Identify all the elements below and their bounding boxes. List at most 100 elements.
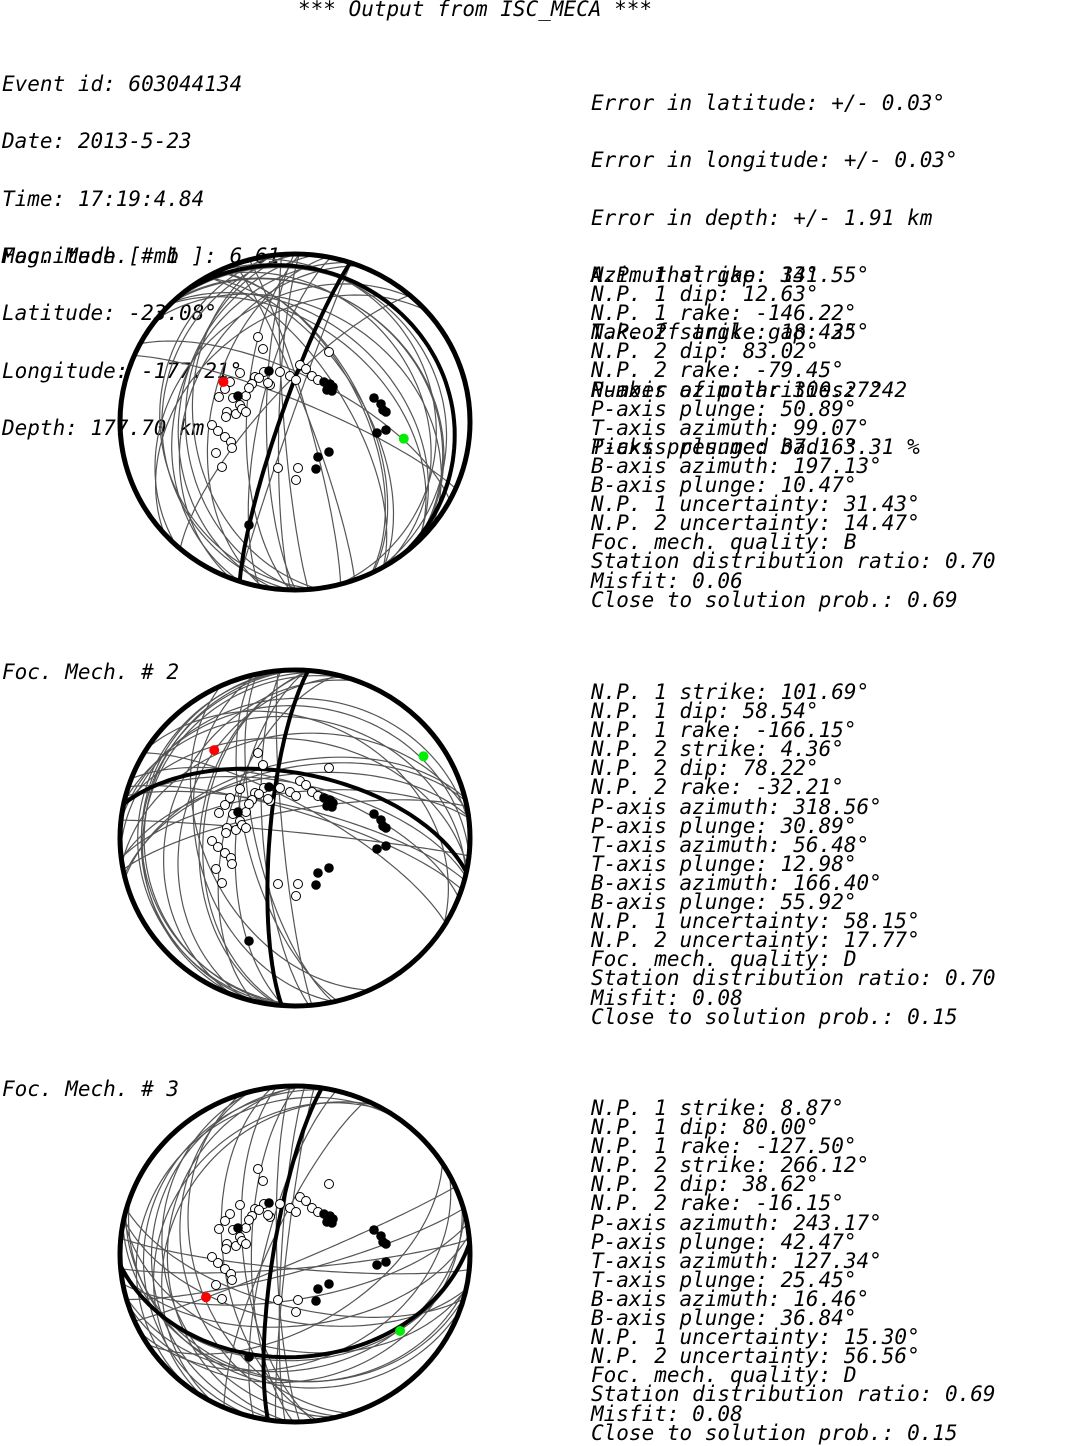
dilatation-station [291,375,301,385]
mech-param-line: N.P. 2 rake: -79.45° [591,358,844,383]
uncertainty-plane [122,1224,468,1383]
uncertainty-plane [244,673,334,1003]
uncertainty-planes [119,1085,471,1423]
mech-param-line: B-axis azimuth: 166.40° [591,870,882,895]
mech-param-line: Foc. mech. quality: D [591,947,857,972]
mech-param-line: Misfit: 0.08 [591,1401,743,1426]
event-info: Event id: 603044134 Date: 2013-5-23 Time… [2,37,280,457]
mech-param-line: T-axis plunge: 12.98° [591,851,857,876]
compression-station [381,407,391,417]
mech-2-beachball [117,667,473,1009]
uncertainty-plane [189,685,370,991]
uncertainty-plane [142,1089,336,1419]
compression-station [381,841,391,851]
compression-station [264,782,274,792]
compression-station [381,425,391,435]
uncertainty-planes [134,253,457,591]
mech-param-line: Close to solution prob.: 0.15 [591,1420,958,1445]
mech-param-line: N.P. 2 strike: 4.36° [591,737,844,762]
nodal-plane-2 [118,1241,472,1360]
compression-station [369,809,379,819]
compression-station [327,386,337,396]
mech-param-line: T-axis plunge: 37.16° [591,434,857,459]
uncertainty-plane [123,1218,467,1354]
uncertainty-plane [140,671,327,1004]
uncertainty-plane [278,1086,306,1422]
uncertainty-plane [146,710,450,928]
error-latitude: Error in latitude: +/- 0.03° [591,91,946,116]
mech-param-line: P-axis azimuth: 243.17° [591,1210,882,1235]
uncertainty-plane [134,354,457,489]
uncertainty-plane [274,1086,315,1422]
uncertainty-plane [177,254,316,590]
dilatation-station [227,443,237,453]
uncertainty-plane [206,276,388,568]
uncertainty-plane [134,1186,456,1322]
mech-param-line: N.P. 2 dip: 78.22° [591,756,819,781]
focal-sphere-outline [117,1083,473,1425]
uncertainty-plane [179,1091,340,1417]
dilatation-station [211,1280,221,1290]
uncertainty-plane [128,785,462,890]
compression-station [369,393,379,403]
dilatation-station [258,344,268,354]
dilatation-station [207,1252,217,1262]
uncertainty-plane [125,1208,464,1318]
dilatation-station [253,332,263,342]
nodal-plane-2 [265,669,311,1007]
mech-1-params: N.P. 1 strike: 141.55°N.P. 1 dip: 12.63°… [591,263,996,610]
dilatation-station [214,808,224,818]
compression-station [372,1260,382,1270]
dilatation-station [291,791,301,801]
mech-param-line: P-axis plunge: 30.89° [591,813,857,838]
uncertainty-plane [184,253,301,591]
dilatation-station [241,823,251,833]
mech-param-line: N.P. 1 uncertainty: 58.15° [591,909,920,934]
mech-param-line: N.P. 1 dip: 80.00° [591,1115,819,1140]
dilatation-station [293,1295,303,1305]
mech-param-line: N.P. 1 strike: 141.55° [591,263,870,287]
mech-param-line: N.P. 2 rake: -32.21° [591,775,844,800]
dilatation-station [324,1179,334,1189]
number-of-polarities: Number of polarities: 242 [591,377,908,402]
compression-station [324,447,334,457]
uncertainty-plane [234,263,356,580]
mech-param-line: N.P. 2 strike: 266.12° [591,1153,870,1178]
mech-param-line: N.P. 2 dip: 38.62° [591,1172,819,1197]
mech-param-line: Station distribution ratio: 0.70 [591,966,996,991]
mech-param-line: B-axis plunge: 10.47° [591,473,857,498]
compression-station [233,807,243,817]
uncertainty-plane [162,679,357,996]
t-axis-marker [395,1325,406,1336]
compression-station [313,868,323,878]
mech-param-line: T-axis plunge: 25.45° [591,1267,857,1292]
dilatation-station [244,383,254,393]
event-latitude: Latitude: -23.08° [2,301,217,326]
error-depth: Error in depth: +/- 1.91 km [591,205,933,230]
uncertainty-plane [127,1203,463,1384]
dilatation-station [220,1216,230,1226]
uncertainty-plane [121,732,469,864]
dilatation-station [301,780,311,790]
uncertainty-plane [125,790,465,881]
uncertainty-plane [125,1211,465,1373]
compression-station [327,802,337,812]
event-time: Time: 17:19:4.84 [2,186,205,211]
mech-param-line: N.P. 2 rake: -16.15° [591,1191,844,1216]
mech-param-line: P-axis plunge: 50.89° [591,396,857,421]
uncertainty-plane [171,261,350,583]
dilatation-station [291,1207,301,1217]
dilatation-station [263,794,273,804]
dilatation-station [225,1209,235,1219]
dilatation-station [324,347,334,357]
mech-param-line: B-axis azimuth: 197.13° [591,453,882,478]
mech-param-line: P-axis azimuth: 300.27° [591,377,882,402]
dilatation-station [253,748,263,758]
nodal-plane-1 [185,263,457,556]
compression-station [264,1198,274,1208]
dilatation-station [244,1215,254,1225]
mech-param-line: Foc. mech. quality: D [591,1363,857,1388]
dilatation-station [235,784,245,794]
uncertainty-plane [223,1099,367,1408]
uncertainty-plane [143,669,299,1007]
